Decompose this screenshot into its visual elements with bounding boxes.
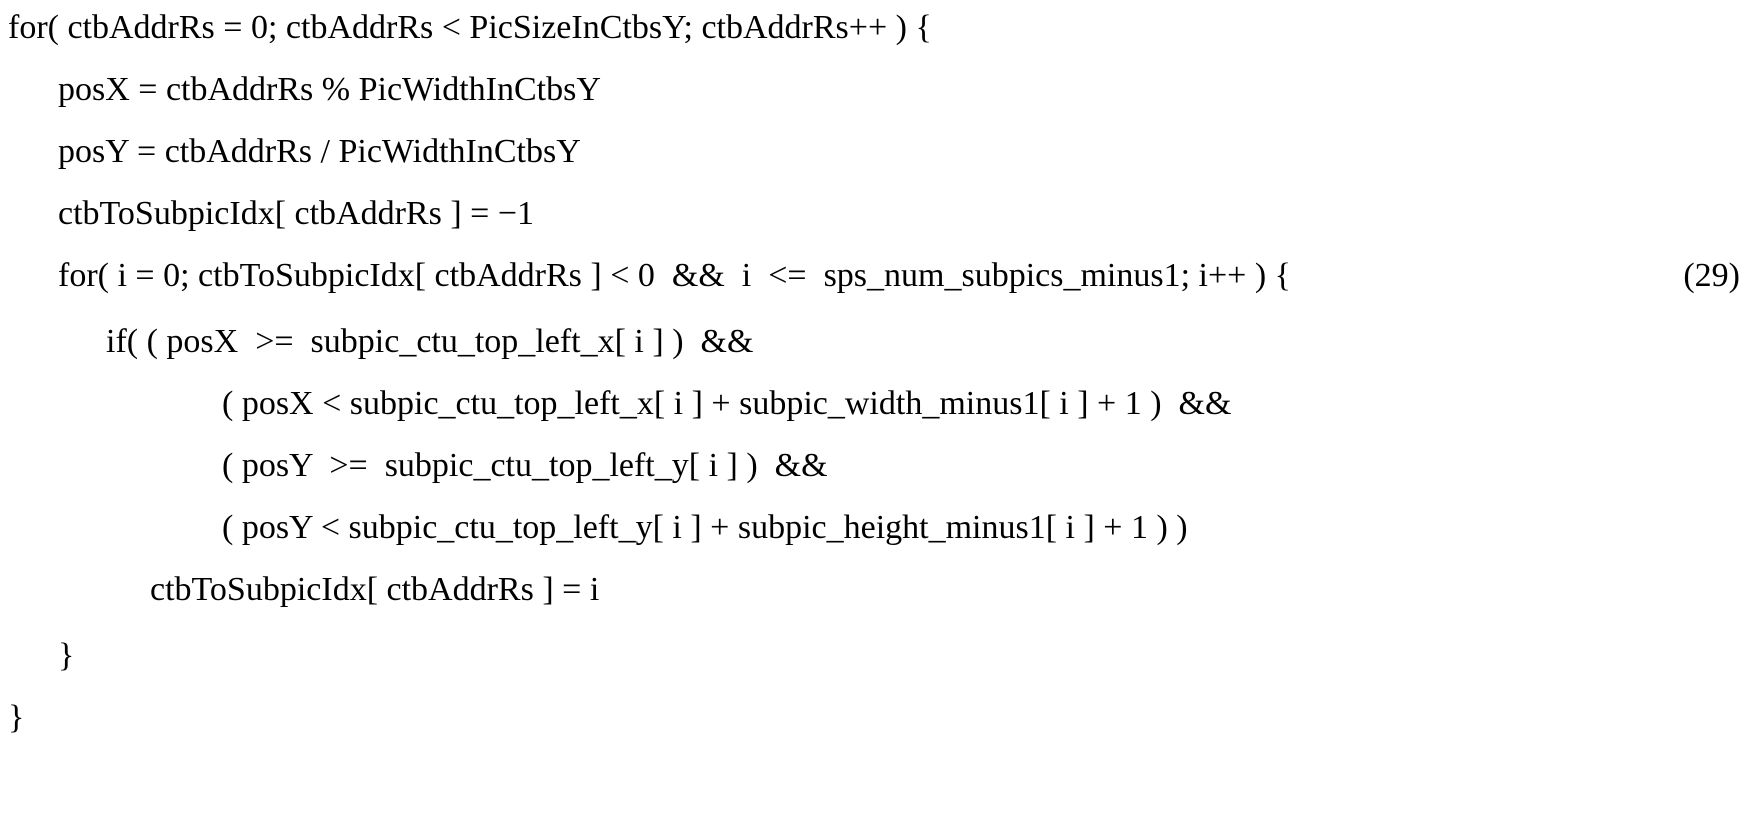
code-line-posx-lt: ( posX < subpic_ctu_top_left_x[ i ] + su… [222,384,1231,424]
code-line-init-subpic-idx: ctbToSubpicIdx[ ctbAddrRs ] = −1 [58,194,534,234]
code-line-posy-lt: ( posY < subpic_ctu_top_left_y[ i ] + su… [222,508,1188,548]
code-line-posy: posY = ctbAddrRs / PicWidthInCtbsY [58,132,581,172]
equation-number: (29) [1683,256,1740,296]
code-line-if-posx-ge: if( ( posX >= subpic_ctu_top_left_x[ i ]… [106,322,753,362]
code-line-close-outer-brace: } [8,698,24,738]
code-line-assign-subpic-idx: ctbToSubpicIdx[ ctbAddrRs ] = i [150,570,599,610]
code-line-posy-ge: ( posY >= subpic_ctu_top_left_y[ i ] ) &… [222,446,828,486]
code-line-posx: posX = ctbAddrRs % PicWidthInCtbsY [58,70,601,110]
code-line-for-subpic-loop: for( i = 0; ctbToSubpicIdx[ ctbAddrRs ] … [58,256,1291,296]
code-line-close-inner-brace: } [58,636,74,676]
code-line-for-ctb-loop: for( ctbAddrRs = 0; ctbAddrRs < PicSizeI… [8,8,932,48]
